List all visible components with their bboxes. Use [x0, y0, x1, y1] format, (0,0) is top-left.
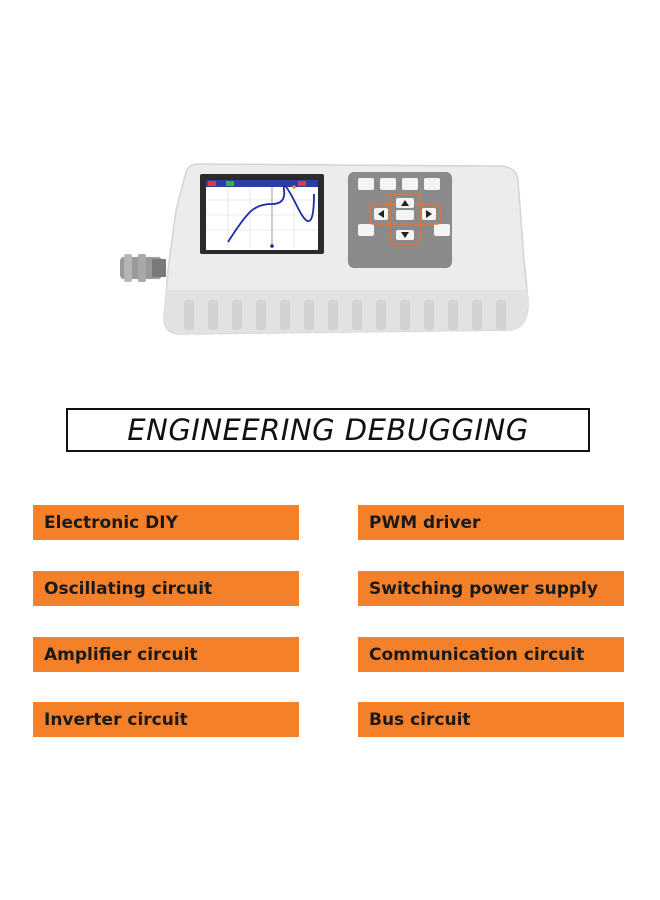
application-tag: Bus circuit [358, 702, 624, 737]
device-screen [200, 174, 324, 254]
application-tag: Inverter circuit [33, 702, 299, 737]
application-label: Switching power supply [369, 578, 598, 599]
application-label: Electronic DIY [44, 512, 178, 533]
page-title: ENGINEERING DEBUGGING [127, 413, 529, 447]
waveform [227, 184, 315, 243]
application-label: Inverter circuit [44, 709, 188, 730]
oscilloscope-illustration [120, 163, 529, 335]
application-tag: Amplifier circuit [33, 637, 299, 672]
title-banner: ENGINEERING DEBUGGING [66, 408, 590, 452]
application-label: PWM driver [369, 512, 481, 533]
application-label: Amplifier circuit [44, 644, 198, 665]
application-label: Oscillating circuit [44, 578, 213, 599]
application-tag: Electronic DIY [33, 505, 299, 540]
application-tag: PWM driver [358, 505, 624, 540]
application-label: Bus circuit [369, 709, 471, 730]
keypad [348, 172, 452, 268]
application-tag: Communication circuit [358, 637, 624, 672]
application-label: Communication circuit [369, 644, 585, 665]
bnc-connector [120, 254, 166, 282]
application-tag: Switching power supply [358, 571, 624, 606]
application-tag: Oscillating circuit [33, 571, 299, 606]
grip-ribs [184, 300, 506, 330]
